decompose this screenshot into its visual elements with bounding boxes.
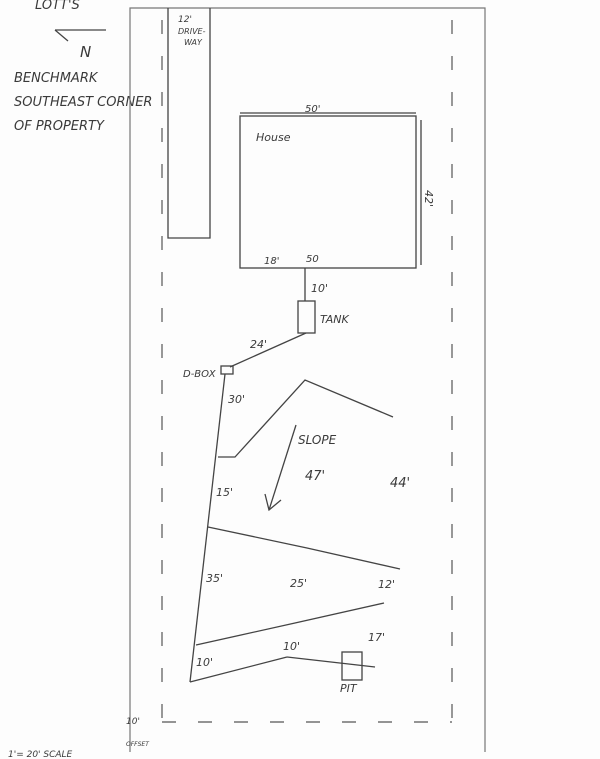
house-depth: 42' <box>422 190 435 207</box>
dbox-pipe-length: 24' <box>250 338 267 351</box>
house-outlet: 50 <box>306 254 319 265</box>
house-width: 50' <box>305 104 320 115</box>
field-length-9: 10' <box>196 656 213 669</box>
house-offset: 18' <box>264 256 279 267</box>
north-label: N <box>80 43 91 61</box>
distribution-box <box>220 365 234 375</box>
drain-field-lines <box>189 373 401 683</box>
tank-label: TANK <box>320 313 349 326</box>
field-length-2: 47' <box>305 469 325 484</box>
septic-tank <box>297 300 316 334</box>
benchmark-line3: OF PROPERTY <box>14 119 105 134</box>
field-length-8: 17' <box>368 631 385 644</box>
setback-line <box>161 20 453 723</box>
driveway <box>167 8 211 239</box>
slope-label: SLOPE <box>298 433 337 447</box>
house <box>239 115 417 269</box>
scale-note: 1'= 20' SCALE <box>8 750 73 759</box>
field-length-5: 25' <box>290 577 307 590</box>
field-length-0: 30' <box>228 393 245 406</box>
house-label: House <box>256 131 291 144</box>
field-length-6: 12' <box>378 578 395 591</box>
offset-value: 10' <box>126 717 140 727</box>
field-length-7: 10' <box>283 640 300 653</box>
driveway-label2: WAY <box>184 38 203 47</box>
north-arrow-icon <box>54 29 106 42</box>
offset-label: OFFSET <box>126 741 150 748</box>
pit-label: PIT <box>340 682 358 695</box>
benchmark-line2: SOUTHEAST CORNER <box>14 95 152 110</box>
field-length-1: 15' <box>216 486 233 499</box>
benchmark-line1: BENCHMARK <box>14 71 99 86</box>
property-boundary <box>129 7 486 752</box>
test-pit <box>341 651 363 681</box>
driveway-label1: DRIVE- <box>178 27 206 36</box>
tank-to-dbox-pipe <box>229 332 307 368</box>
field-length-3: 44' <box>390 476 410 491</box>
dbox-label: D-BOX <box>183 369 217 380</box>
field-length-4: 35' <box>206 572 223 585</box>
driveway-width: 12' <box>178 15 192 25</box>
slope-arrow-icon <box>264 424 297 512</box>
tank-pipe-length: 10' <box>311 282 328 295</box>
cut-header-text: LOTT'S <box>35 0 80 13</box>
